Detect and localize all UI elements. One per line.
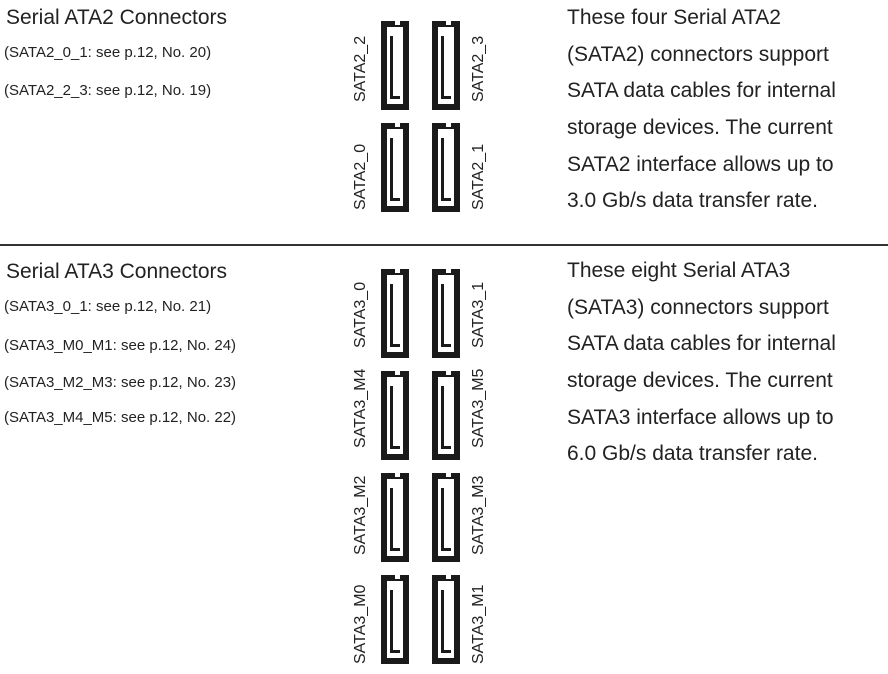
sata3-title: Serial ATA3 Connectors [6, 260, 227, 283]
description-line: SATA3 interface allows up to [567, 405, 834, 429]
description-line: 3.0 Gb/s data transfer rate. [567, 189, 818, 213]
connector-label: SATA3_M4 [352, 368, 369, 448]
sata-connector-icon [429, 368, 463, 463]
connector-label: SATA2_3 [470, 35, 487, 102]
sata-connector-icon [378, 368, 412, 463]
sata2-ref-0: (SATA2_0_1: see p.12, No. 20) [4, 44, 212, 61]
description-line: These four Serial ATA2 [567, 6, 781, 29]
sata2-section: Serial ATA2 Connectors (SATA2_0_1: see p… [0, 0, 888, 245]
description-line: storage devices. The current [567, 116, 833, 140]
sata3-section: Serial ATA3 Connectors (SATA3_0_1: see p… [0, 248, 888, 674]
sata-connector-icon [378, 572, 412, 667]
sata2-title: Serial ATA2 Connectors [6, 6, 227, 29]
sata-connector-icon [429, 120, 463, 215]
description-line: SATA data cables for internal [567, 79, 836, 103]
connector-label: SATA2_2 [352, 35, 369, 102]
connector-label: SATA3_M1 [470, 584, 487, 664]
description-line: storage devices. The current [567, 369, 833, 393]
description-line: 6.0 Gb/s data transfer rate. [567, 442, 818, 466]
description-line: These eight Serial ATA3 [567, 259, 791, 282]
section-divider [0, 244, 888, 246]
sata-connector-icon [429, 572, 463, 667]
connector-label: SATA3_M3 [470, 475, 487, 555]
description-line: SATA2 interface allows up to [567, 152, 834, 176]
connector-label: SATA3_1 [470, 281, 487, 348]
connector-label: SATA3_0 [352, 281, 369, 348]
description-line: (SATA2) connectors support [567, 42, 829, 66]
sata-connector-icon [378, 470, 412, 565]
sata3-description: These eight Serial ATA3 (SATA3) connecto… [567, 253, 887, 473]
sata3-ref-0: (SATA3_0_1: see p.12, No. 21) [4, 298, 212, 315]
sata3-ref-1: (SATA3_M0_M1: see p.12, No. 24) [4, 337, 237, 354]
sata2-description: These four Serial ATA2 (SATA2) connector… [567, 0, 887, 220]
connector-label: SATA3_M2 [352, 475, 369, 555]
connector-label: SATA3_M0 [352, 584, 369, 664]
sata-connector-icon [378, 266, 412, 361]
sata-connector-icon [429, 470, 463, 565]
sata3-ref-2: (SATA3_M2_M3: see p.12, No. 23) [4, 374, 237, 391]
sata2-ref-1: (SATA2_2_3: see p.12, No. 19) [4, 82, 212, 99]
sata3-ref-3: (SATA3_M4_M5: see p.12, No. 22) [4, 409, 237, 426]
sata-connector-icon [429, 266, 463, 361]
description-line: (SATA3) connectors support [567, 295, 829, 319]
sata-connector-icon [378, 120, 412, 215]
connector-label: SATA2_0 [352, 143, 369, 210]
connector-label: SATA3_M5 [470, 368, 487, 448]
description-line: SATA data cables for internal [567, 332, 836, 356]
sata-connector-icon [429, 18, 463, 113]
connector-label: SATA2_1 [470, 143, 487, 210]
sata-connector-icon [378, 18, 412, 113]
